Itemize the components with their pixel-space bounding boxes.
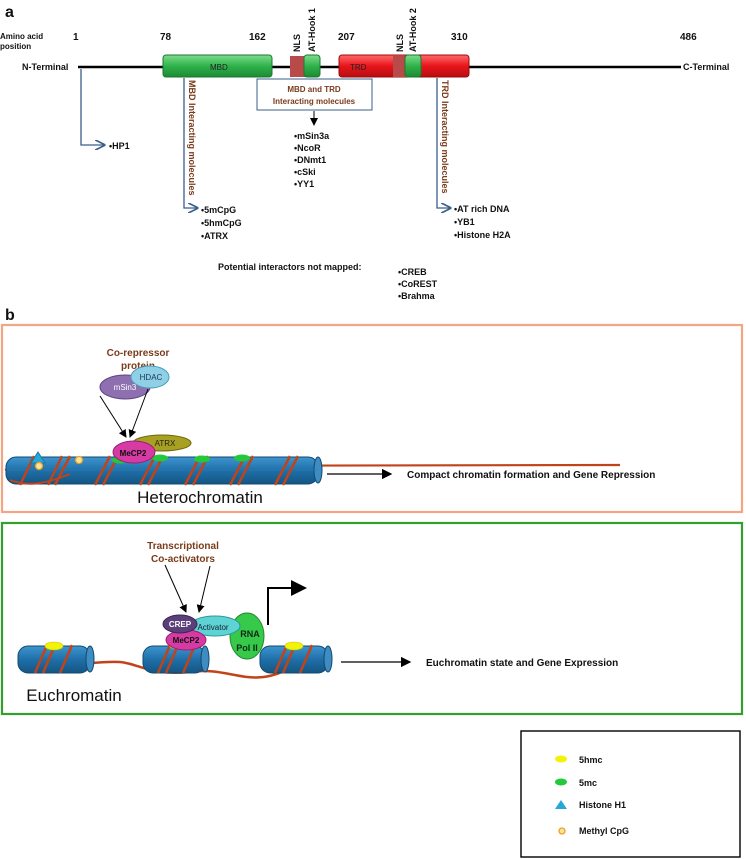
hdac-ellipse (130, 365, 170, 389)
euchromatin-fiber (17, 644, 333, 679)
amino-acid-label: Amino acid (0, 32, 43, 41)
list-item: •AT rich DNA (454, 204, 510, 214)
mecp2-hetero-label: MeCP2 (120, 449, 147, 458)
position-207: 207 (338, 32, 355, 43)
activator-label: Activator (197, 623, 228, 632)
mbd-interactor-list: •5mCpG •5hmCpG •ATRX (201, 205, 242, 241)
position-1: 1 (73, 32, 79, 43)
legend-box (520, 730, 741, 858)
rna-label: RNA (240, 629, 260, 639)
coactivator-title-1: Transcriptional (147, 541, 219, 552)
legend-5mc-swatch (555, 778, 567, 786)
panel-a-letter: a (5, 4, 14, 21)
legend-histone-swatch (555, 800, 567, 809)
position-310: 310 (451, 32, 468, 43)
methyl-cpg-marker (74, 455, 84, 465)
hdac-label: HDAC (140, 373, 163, 382)
corepressor-title-1: Co-repressor (107, 348, 170, 359)
position-486: 486 (680, 32, 697, 43)
5hmc-marker (284, 641, 304, 651)
legend-histone-label: Histone H1 (579, 800, 626, 810)
list-item: •mSin3a (294, 131, 330, 141)
mbd-trd-box (256, 78, 373, 111)
mecp2-hetero-ellipse (112, 440, 156, 464)
position-162: 162 (249, 32, 266, 43)
mbd-interact-arrow (183, 78, 197, 208)
hp1-label: •HP1 (109, 141, 130, 151)
mecp2-eu-label: MeCP2 (173, 636, 200, 645)
pol-ii-label: Pol II (236, 643, 258, 653)
list-item: •CoREST (398, 279, 438, 289)
mbd-trd-box-line2: Interacting molecules (273, 97, 356, 106)
corepressor-title-2: protein (121, 361, 155, 372)
at-hook-2-box (404, 54, 422, 78)
heterochromatin-fiber (4, 455, 621, 486)
legend-methyl-label: Methyl CpG (579, 826, 629, 836)
list-item: •CREB (398, 267, 427, 277)
nls-1-label: NLS (292, 34, 302, 52)
coactivator-arrow-2 (196, 565, 211, 613)
list-item: •NcoR (294, 143, 321, 153)
coactivator-title-2: Co-activators (151, 554, 215, 565)
nls-2-label: NLS (395, 34, 405, 52)
crep-ellipse (162, 614, 198, 634)
transcription-start-arrow (267, 580, 307, 625)
nls-1-box (290, 56, 306, 77)
msin3-label: mSin3 (114, 383, 137, 392)
n-terminal-label: N-Terminal (22, 62, 68, 72)
hp1-arrow (80, 69, 104, 145)
not-mapped-label: Potential interactors not mapped: (218, 262, 362, 272)
methyl-cpg-marker (34, 461, 44, 471)
hetero-outcome: Compact chromatin formation and Gene Rep… (407, 470, 655, 481)
coactivator-arrow-1 (164, 564, 187, 613)
at-hook-2-label: AT-Hook 2 (408, 8, 418, 52)
legend-methyl-swatch (558, 827, 566, 835)
5mc-marker (234, 454, 250, 462)
at-hook-1-label: AT-Hook 1 (307, 8, 317, 52)
trd-interact-arrow (436, 78, 450, 208)
list-item: •5mCpG (201, 205, 236, 215)
msin3-arrow (99, 395, 127, 438)
eu-outcome: Euchromatin state and Gene Expression (426, 658, 618, 669)
crep-label: CREP (169, 620, 192, 629)
euchromatin-panel (0, 521, 744, 716)
list-item: •YY1 (294, 179, 314, 189)
list-item: •ATRX (201, 231, 228, 241)
euchromatin-label: Euchromatin (26, 686, 121, 705)
trd-label: TRD (350, 63, 367, 72)
mbd-trd-box-line1: MBD and TRD (287, 85, 341, 94)
heterochromatin-panel (0, 323, 744, 514)
5mc-marker (152, 454, 168, 462)
panel-b-letter: b (5, 307, 15, 324)
mbd-domain (162, 54, 273, 78)
list-item: •Histone H2A (454, 230, 511, 240)
trd-interacting-label: TRD Interacting molecules (440, 80, 450, 194)
trd-interactor-list: •AT rich DNA •YB1 •Histone H2A (454, 204, 511, 240)
list-item: •Brahma (398, 291, 436, 301)
list-item: •YB1 (454, 217, 475, 227)
hdac-arrow (128, 388, 149, 438)
position-78: 78 (160, 32, 172, 43)
list-item: •5hmCpG (201, 218, 242, 228)
legend-5hmc-swatch (555, 755, 567, 763)
mbd-interacting-label: MBD Interacting molecules (187, 80, 197, 196)
5hmc-marker (44, 641, 64, 651)
amino-acid-label-2: position (0, 42, 31, 51)
at-hook-1-box (303, 54, 321, 78)
heterochromatin-label: Heterochromatin (137, 488, 263, 507)
list-item: •cSki (294, 167, 316, 177)
not-mapped-list: •CREB •CoREST •Brahma (398, 267, 438, 301)
legend-5hmc-label: 5hmc (579, 755, 603, 765)
5mc-marker (194, 455, 210, 463)
list-item: •DNmt1 (294, 155, 326, 165)
mbd-trd-interactor-list: •mSin3a •NcoR •DNmt1 •cSki •YY1 (294, 131, 330, 189)
legend-5mc-label: 5mc (579, 778, 597, 788)
c-terminal-label: C-Terminal (683, 62, 729, 72)
atrx-label: ATRX (155, 439, 176, 448)
mbd-label: MBD (210, 63, 228, 72)
